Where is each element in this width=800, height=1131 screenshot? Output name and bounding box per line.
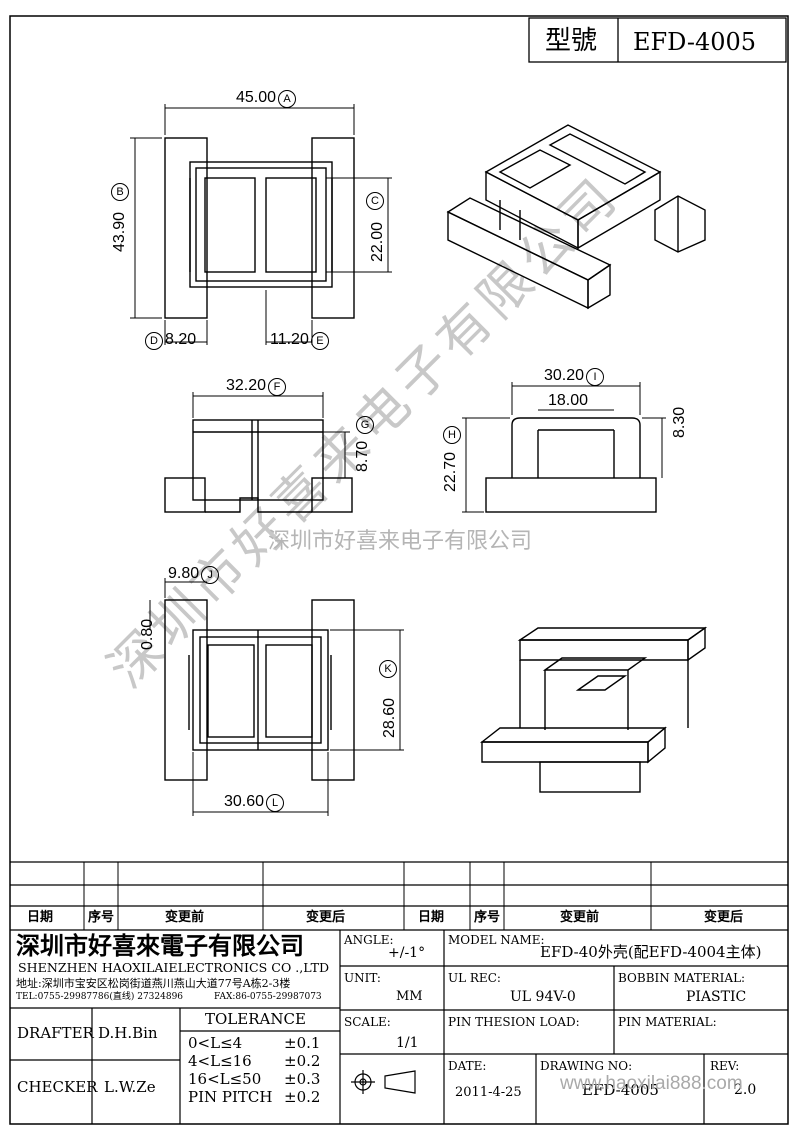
rev-header-before-2: 变更前 (560, 910, 600, 925)
rev-header-no-2: 序号 (474, 910, 501, 925)
drafter-label: DRAFTER (17, 1024, 94, 1042)
iso-view-top (446, 124, 706, 310)
company-name-cn: 深圳市好喜來電子有限公司 (16, 931, 304, 960)
rev-header-no-1: 序号 (88, 910, 115, 925)
ul-value: UL 94V-0 (510, 989, 576, 1005)
angle-value: +/-1° (388, 945, 426, 961)
drawing-value: EFD-4005 (582, 1081, 659, 1099)
angle-label: ANGLE: (344, 933, 394, 947)
unit-label: UNIT: (344, 971, 381, 985)
tolerance-range-1: 4<L≤16 (188, 1052, 252, 1070)
dim-f-letter: F (268, 378, 287, 396)
rev-header-before-1: 变更前 (165, 910, 205, 925)
ul-label: UL REC: (448, 971, 501, 985)
drawing-label: DRAWING NO: (540, 1059, 633, 1073)
tolerance-range-3: PIN PITCH (188, 1088, 273, 1106)
rev-header-date-2: 日期 (418, 910, 445, 925)
drafter-value: D.H.Bin (98, 1024, 158, 1042)
tolerance-value-1: ±0.2 (284, 1052, 321, 1070)
dim-h-letter: H (443, 426, 461, 444)
dim-j-letter: J (201, 566, 220, 584)
company-fax: FAX:86-0755-29987073 (214, 992, 322, 1002)
tolerance-value-0: ±0.1 (284, 1034, 321, 1052)
model-value: EFD-4005 (633, 28, 757, 56)
tolerance-value-2: ±0.3 (284, 1070, 321, 1088)
drawing-area (130, 104, 708, 816)
rev-label: REV: (710, 1059, 740, 1073)
watermark-corner: www.haoxilai888.com (560, 1073, 743, 1094)
company-name-en: SHENZHEN HAOXILAIELECTRONICS CO .,LTD (18, 961, 330, 975)
model-name-label: MODEL NAME: (448, 933, 545, 947)
pin-tension-label: PIN THESION LOAD: (448, 1015, 580, 1029)
unit-value: MM (396, 989, 423, 1004)
bobbin-label: BOBBIN MATERIAL: (618, 971, 746, 985)
bottom-view (149, 578, 404, 816)
dim-a-letter: A (278, 90, 297, 108)
dim-g-letter: G (356, 416, 374, 434)
dim-c-letter: C (366, 192, 384, 210)
checker-label: CHECKER (17, 1078, 98, 1096)
dim-i-letter: I (586, 368, 605, 386)
checker-value: L.W.Ze (104, 1078, 156, 1096)
tolerance-value-3: ±0.2 (284, 1088, 321, 1106)
model-name-value: EFD-40外壳(配EFD-4004主体) (540, 943, 762, 961)
rev-header-date-1: 日期 (27, 910, 54, 925)
bobbin-value: PIASTIC (686, 989, 747, 1005)
top-view (130, 104, 392, 345)
pin-material-label: PIN MATERIAL: (618, 1015, 717, 1029)
side-view (462, 382, 666, 513)
date-label: DATE: (448, 1059, 487, 1073)
rev-header-after-1: 变更后 (306, 910, 346, 925)
rev-value: 2.0 (734, 1082, 757, 1098)
scale-value: 1/1 (396, 1035, 419, 1051)
front-view (164, 392, 353, 513)
model-label: 型號 (545, 26, 598, 56)
watermark-horizontal: 深圳市好喜来电子有限公司 (268, 528, 533, 553)
dim-l-letter: L (266, 794, 285, 812)
dim-d-letter: D (145, 332, 163, 350)
tolerance-range-0: 0<L≤4 (188, 1034, 243, 1052)
company-address: 地址:深圳市宝安区松岗街道燕川燕山大道77号A栋2-3楼 (16, 977, 291, 990)
rev-header-after-2: 变更后 (704, 910, 744, 925)
iso-view-bottom (479, 626, 708, 793)
dim-e-letter: E (310, 332, 329, 350)
tolerance-title: TOLERANCE (205, 1010, 306, 1028)
scale-label: SCALE: (344, 1015, 391, 1029)
dim-k-letter: K (379, 660, 397, 678)
dim-i-inner: 18.00 (548, 392, 589, 409)
dim-b-letter: B (111, 183, 129, 201)
tolerance-range-2: 16<L≤50 (188, 1070, 262, 1088)
date-value: 2011-4-25 (455, 1085, 522, 1100)
company-tel: TEL:0755-29987786(直线) 27324896 (16, 992, 184, 1002)
